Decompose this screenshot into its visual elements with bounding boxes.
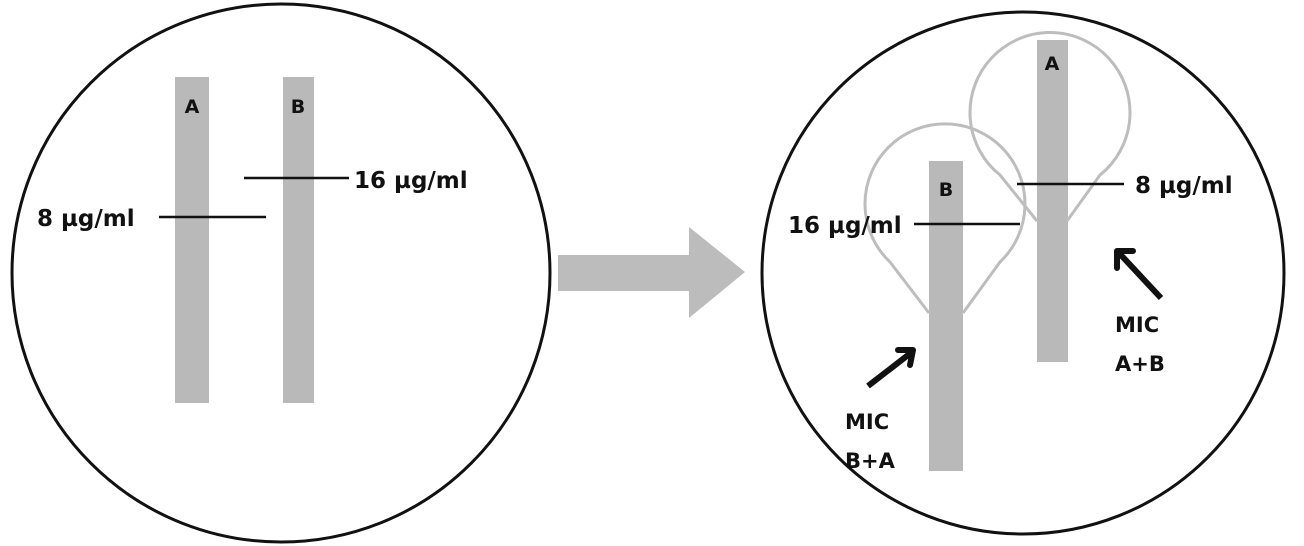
arrow-mic-b-icon — [866, 347, 916, 389]
left-mic-a-label: 8 µg/ml — [37, 206, 135, 232]
right-strip-b — [929, 161, 963, 471]
left-petri-dish: A B 8 µg/ml 16 µg/ml — [10, 2, 552, 544]
left-strip-b — [283, 77, 314, 403]
left-strip-a — [175, 77, 209, 403]
right-plate-outline — [760, 10, 1286, 536]
right-strip-b-label: B — [939, 179, 953, 201]
annotation-mic-b-line1: MIC — [845, 410, 889, 434]
right-petri-dish: A B 8 µg/ml 16 µg/ml MIC A+B MIC B+A — [760, 10, 1286, 536]
right-arrow-icon — [558, 227, 745, 318]
annotation-mic-b-line2: B+A — [845, 449, 896, 473]
right-strip-a-label: A — [1045, 53, 1060, 75]
right-mic-a-label: 8 µg/ml — [1135, 173, 1233, 199]
right-strip-a — [1037, 40, 1068, 362]
annotation-mic-a-line1: MIC — [1115, 313, 1159, 337]
left-mic-b-label: 16 µg/ml — [354, 168, 468, 194]
left-strip-b-label: B — [291, 96, 305, 118]
right-mic-b-label: 16 µg/ml — [788, 213, 902, 239]
annotation-mic-a-line2: A+B — [1115, 352, 1165, 376]
arrow-mic-a-icon — [1114, 248, 1164, 301]
inhibition-zone-b — [863, 122, 1027, 314]
left-strip-a-label: A — [185, 96, 200, 118]
left-plate-outline — [10, 2, 552, 544]
